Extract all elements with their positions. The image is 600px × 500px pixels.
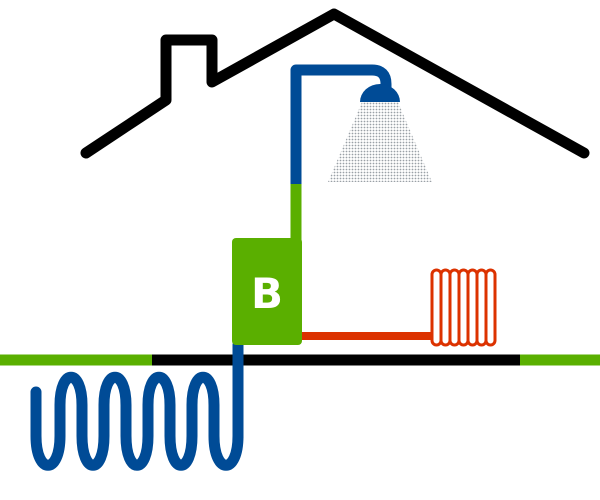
shower-head-icon (360, 84, 400, 102)
ground-heat-exchanger-coil-icon (30, 339, 244, 471)
boiler-label: B (251, 269, 283, 318)
water-spray-icon (328, 102, 432, 182)
radiator-fin (484, 268, 497, 347)
water-spray (328, 102, 432, 182)
shower-head (360, 84, 400, 102)
ground-loop-pipe (30, 339, 244, 471)
radiator-icon (430, 268, 497, 347)
hot-water-pipe (290, 64, 392, 244)
chimney-icon (80, 8, 590, 159)
house-roof-icon (80, 8, 590, 159)
boiler-body (232, 238, 302, 345)
pipe-blue-segment (290, 64, 392, 184)
boiler-icon: B (232, 238, 302, 345)
